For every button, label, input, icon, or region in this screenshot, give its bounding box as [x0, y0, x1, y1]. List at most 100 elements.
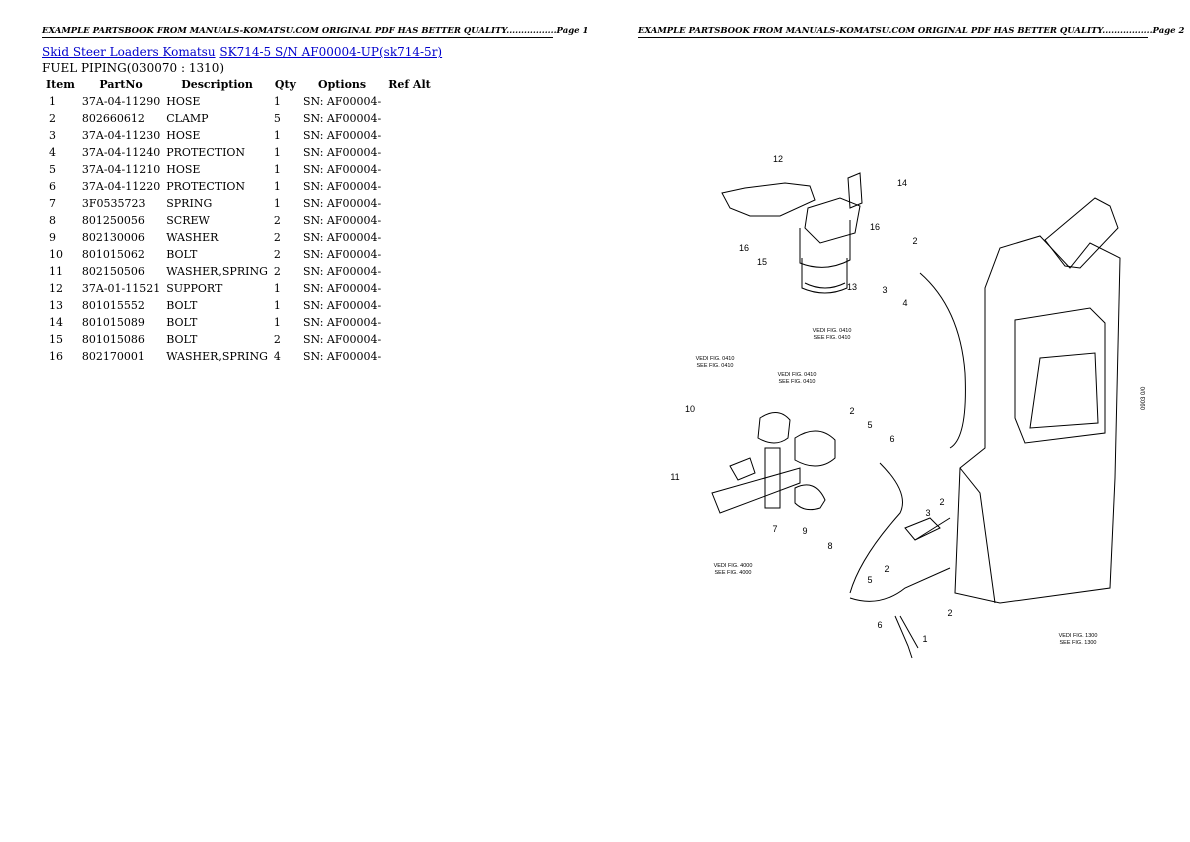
table-cell: 1 — [273, 299, 281, 312]
table-cell: SN: AF00004- — [302, 299, 382, 312]
callout-label: 2 — [939, 497, 944, 507]
section-title: FUEL PIPING(030070 : 1310) — [42, 61, 225, 75]
table-cell: 8 — [49, 214, 56, 227]
callout-label: 2 — [884, 564, 889, 574]
table-cell — [384, 348, 435, 365]
table-cell — [384, 178, 435, 195]
callout-label: 5 — [867, 420, 872, 430]
table-cell: SN: AF00004- — [302, 214, 382, 227]
table-cell: 1 — [49, 95, 56, 108]
table-cell: BOLT — [166, 333, 198, 346]
table-cell — [384, 195, 435, 212]
column-header: Options — [318, 78, 367, 91]
table-cell: SN: AF00004- — [302, 180, 382, 193]
table-cell: 11 — [49, 265, 63, 278]
category-link[interactable]: Skid Steer Loaders Komatsu — [42, 45, 216, 59]
table-cell: 4 — [49, 146, 56, 159]
callout-label: 5 — [867, 575, 872, 585]
table-cell: SN: AF00004- — [302, 265, 382, 278]
table-cell — [384, 331, 435, 348]
table-cell — [384, 144, 435, 161]
table-header-row: Item PartNo Description Qty Options Ref … — [42, 76, 435, 93]
page-header-right: EXAMPLE PARTSBOOK FROM MANUALS-KOMATSU.C… — [638, 26, 1185, 38]
callout-label: 7 — [772, 524, 777, 534]
table-cell — [384, 229, 435, 246]
callout-label: 14 — [897, 178, 907, 188]
table-cell: 1 — [273, 180, 281, 193]
table-cell: SN: AF00004- — [302, 146, 382, 159]
table-cell: 802130006 — [81, 231, 145, 244]
table-cell — [384, 314, 435, 331]
table-cell — [384, 246, 435, 263]
table-cell: 2 — [273, 231, 281, 244]
table-cell: 9 — [49, 231, 56, 244]
table-cell: 2 — [273, 248, 281, 261]
table-cell: SN: AF00004- — [302, 231, 382, 244]
callout-label: 3 — [925, 508, 930, 518]
callout-label: 6 — [877, 620, 882, 630]
callout-label: 4 — [902, 298, 907, 308]
table-cell: 37A-04-11240 — [81, 146, 161, 159]
table-cell: SUPPORT — [166, 282, 223, 295]
table-cell: 802660612 — [81, 112, 145, 125]
table-cell: HOSE — [166, 129, 201, 142]
model-link[interactable]: SK714-5 S/N AF00004-UP(sk714-5r) — [219, 45, 443, 59]
table-row: 8 801250056 SCREW 2 SN: AF00004- — [42, 212, 435, 229]
reference-note: SEE FIG. 4000 — [715, 570, 752, 576]
column-header: Description — [181, 78, 253, 91]
fuel-piping-diagram: 12 14 16 2 15 16 13 3 4 10 2 5 6 11 9 8 … — [670, 154, 1147, 659]
reference-note: VEDI FIG. 0410 — [696, 356, 735, 362]
table-cell: WASHER,SPRING — [166, 350, 268, 363]
table-cell: SN: AF00004- — [302, 333, 382, 346]
callout-label: 2 — [947, 608, 952, 618]
reference-note: VEDI FIG. 0410 — [813, 328, 852, 334]
table-cell: SN: AF00004- — [302, 316, 382, 329]
table-cell: 2 — [273, 214, 281, 227]
table-cell: SN: AF00004- — [302, 282, 382, 295]
table-cell: 14 — [49, 316, 63, 329]
table-cell — [384, 280, 435, 297]
callout-label: 2 — [849, 406, 854, 416]
table-cell: SN: AF00004- — [302, 95, 382, 108]
column-header: Qty — [274, 78, 296, 91]
callout-label: 16 — [870, 222, 880, 232]
table-cell — [384, 263, 435, 280]
table-cell: 37A-04-11210 — [81, 163, 161, 176]
table-cell: SN: AF00004- — [302, 129, 382, 142]
column-header: PartNo — [99, 78, 143, 91]
callout-label: 15 — [757, 257, 767, 267]
table-cell: 1 — [273, 282, 281, 295]
table-cell: CLAMP — [166, 112, 209, 125]
table-cell: 801250056 — [81, 214, 145, 227]
table-cell: SCREW — [166, 214, 210, 227]
table-cell: SN: AF00004- — [302, 163, 382, 176]
table-cell: 801015086 — [81, 333, 145, 346]
table-cell: 1 — [273, 129, 281, 142]
table-cell: SN: AF00004- — [302, 112, 382, 125]
table-cell — [384, 110, 435, 127]
callout-label: 12 — [773, 154, 783, 164]
table-cell: 12 — [49, 282, 63, 295]
table-cell: PROTECTION — [166, 180, 246, 193]
table-cell: 1 — [273, 95, 281, 108]
table-cell: BOLT — [166, 248, 198, 261]
table-cell: HOSE — [166, 163, 201, 176]
reference-note: SEE FIG. 1300 — [1060, 640, 1097, 646]
table-cell: 3 — [49, 129, 56, 142]
column-header: Item — [46, 78, 75, 91]
table-cell: 6 — [49, 180, 56, 193]
table-cell: 801015552 — [81, 299, 145, 312]
table-cell: 10 — [49, 248, 63, 261]
table-cell — [384, 212, 435, 229]
table-cell: SN: AF00004- — [302, 350, 382, 363]
table-cell: 801015089 — [81, 316, 145, 329]
